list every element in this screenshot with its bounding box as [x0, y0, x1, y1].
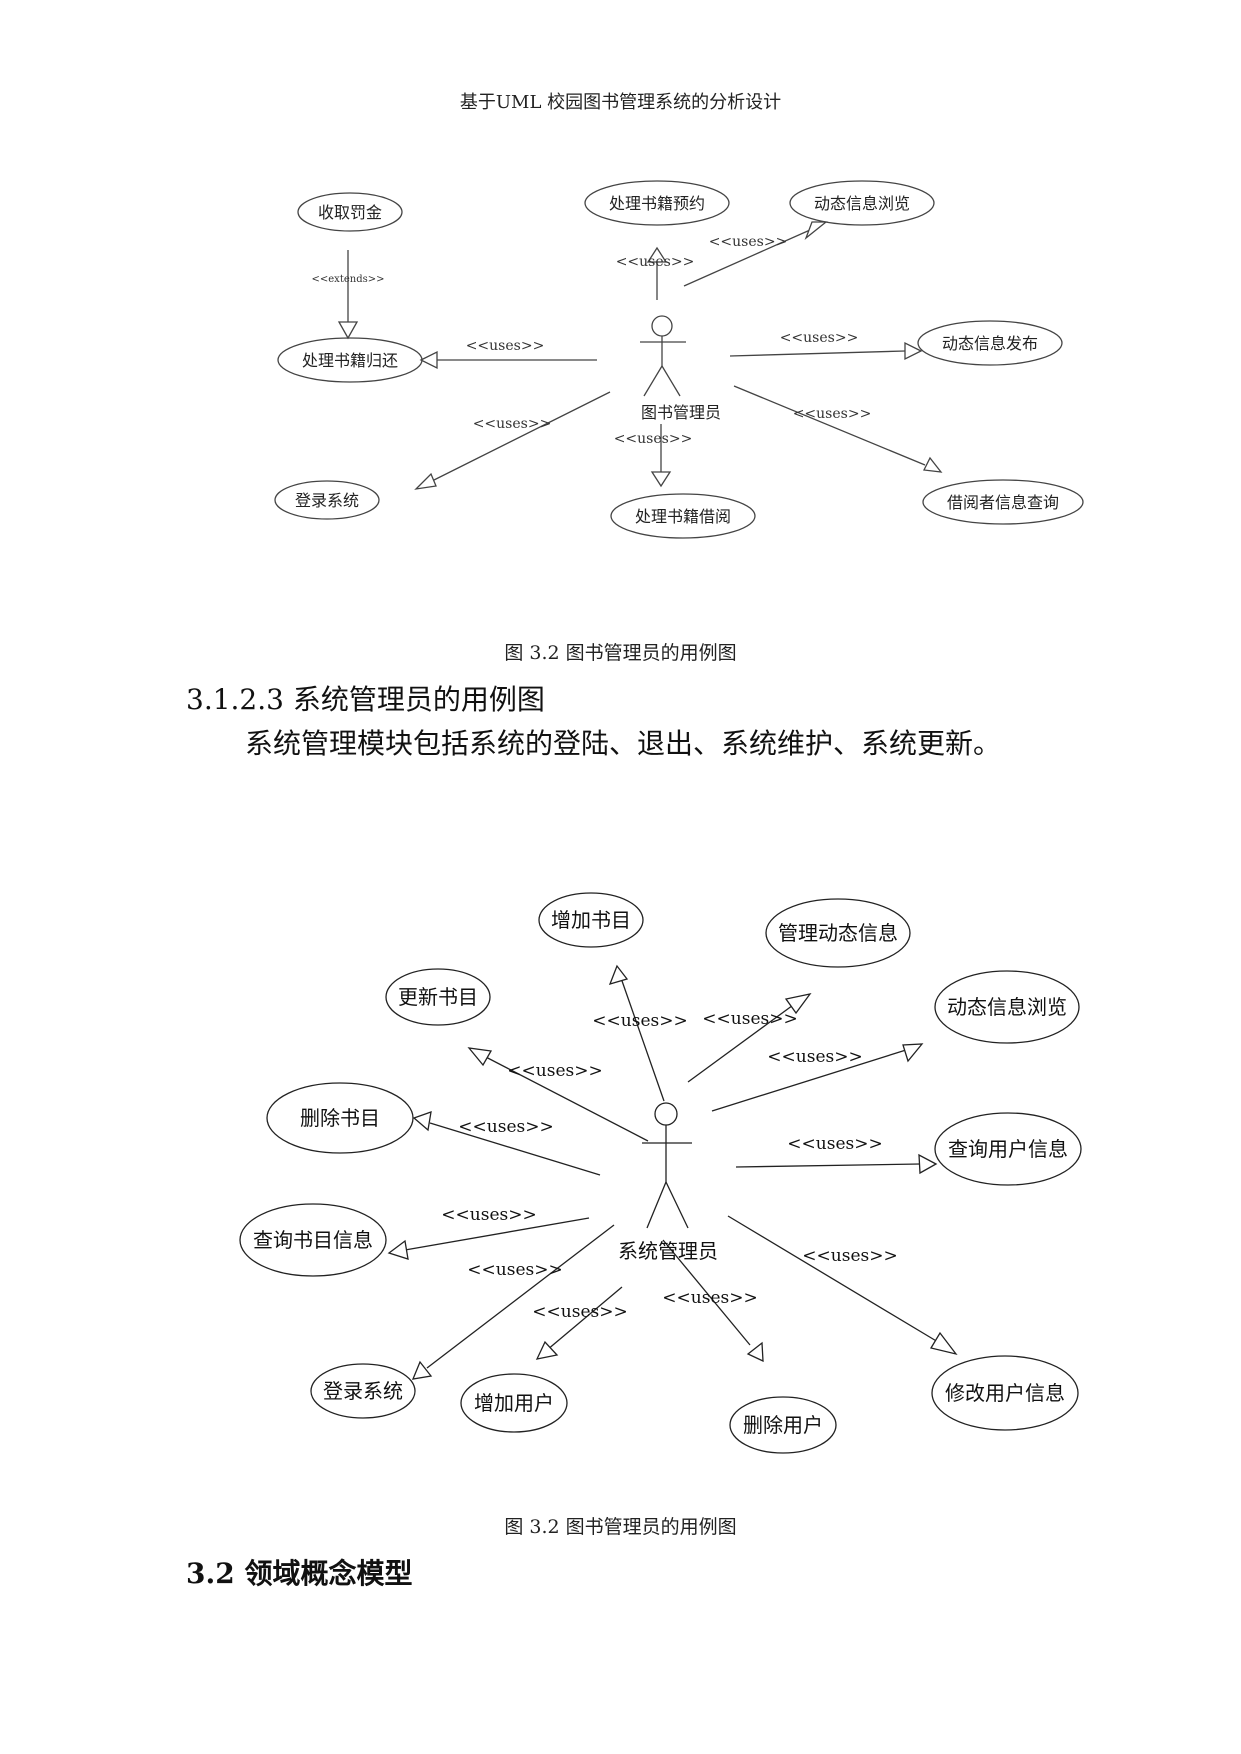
relation-label: <<uses>>	[787, 1134, 882, 1154]
librarian-use-case-diagram: 图书管理员 收取罚金 处理书籍预约 动态信息浏览 处理书籍归还 动态信息发布 登…	[274, 180, 1084, 539]
use-case-ellipse	[610, 493, 756, 539]
use-case-ellipse	[385, 968, 491, 1026]
use-case-label: 更新书目	[398, 985, 478, 1009]
relation-label: <<extends>>	[312, 274, 385, 285]
relation-label: <<uses>>	[793, 406, 872, 422]
use-case-label: 收取罚金	[318, 203, 382, 222]
use-case-label: 删除书目	[300, 1106, 380, 1130]
page-header: 基于UML 校园图书管理系统的分析设计	[459, 92, 782, 113]
relation-label: <<uses>>	[780, 330, 859, 346]
relation-label: <<uses>>	[709, 234, 788, 250]
use-case-label: 管理动态信息	[778, 921, 898, 945]
relation-label: <<uses>>	[662, 1288, 757, 1308]
use-case-ellipse	[297, 192, 403, 232]
body-paragraph: 系统管理模块包括系统的登陆、退出、系统维护、系统更新。	[245, 727, 1002, 760]
use-case-ellipse	[239, 1203, 387, 1277]
relation-label: <<uses>>	[767, 1047, 862, 1067]
admin-actor-label: 系统管理员	[618, 1239, 718, 1263]
admin-actor-figure	[642, 1102, 692, 1229]
relation-label: <<uses>>	[592, 1011, 687, 1031]
relation-label: <<uses>>	[467, 1260, 562, 1280]
figure-caption: 图 3.2 图书管理员的用例图	[504, 642, 737, 664]
use-case-label: 查询用户信息	[948, 1137, 1068, 1161]
use-case-ellipse	[460, 1373, 568, 1433]
use-case-label: 登录系统	[323, 1379, 403, 1403]
section-heading: 3.2 领域概念模型	[186, 1557, 413, 1590]
use-case-label: 动态信息发布	[942, 334, 1038, 353]
use-case-ellipse	[729, 1396, 837, 1454]
relation-label: <<uses>>	[802, 1246, 897, 1266]
use-case-ellipse	[789, 180, 935, 226]
use-case-ellipse	[934, 1112, 1082, 1186]
use-case-ellipse	[274, 480, 380, 520]
use-case-ellipse	[538, 892, 644, 948]
relation-label: <<uses>>	[473, 416, 552, 432]
section-heading: 3.1.2.3 系统管理员的用例图	[186, 683, 545, 716]
librarian-actor-label: 图书管理员	[641, 403, 721, 422]
use-case-label: 动态信息浏览	[814, 194, 910, 213]
relation-label: <<uses>>	[616, 254, 695, 270]
relation-label: <<uses>>	[466, 338, 545, 354]
use-case-label: 删除用户	[743, 1413, 823, 1437]
use-case-ellipse	[934, 970, 1080, 1044]
use-case-ellipse	[931, 1355, 1079, 1431]
use-case-label: 查询书目信息	[253, 1228, 373, 1252]
use-case-label: 增加用户	[474, 1391, 554, 1415]
relation-label: <<uses>>	[702, 1009, 797, 1029]
use-case-ellipse	[584, 180, 730, 226]
relation-label: <<uses>>	[614, 431, 693, 447]
relation-label: <<uses>>	[532, 1302, 627, 1322]
use-case-ellipse	[765, 898, 911, 968]
use-case-ellipse	[922, 479, 1084, 525]
relation-label: <<uses>>	[441, 1205, 536, 1225]
use-case-label: 动态信息浏览	[947, 995, 1067, 1019]
system-admin-use-case-diagram: 系统管理员 增加书目 管理动态信息 更新书目 动态信息浏览 删除书目 查询用户信…	[239, 892, 1082, 1454]
relation-label: <<uses>>	[507, 1061, 602, 1081]
librarian-actor-figure	[640, 315, 686, 397]
use-case-label: 修改用户信息	[945, 1381, 1065, 1405]
use-case-label: 借阅者信息查询	[947, 493, 1059, 512]
use-case-label: 处理书籍归还	[302, 351, 398, 370]
figure-caption: 图 3.2 图书管理员的用例图	[504, 1516, 737, 1538]
relation-label: <<uses>>	[458, 1117, 553, 1137]
use-case-ellipse	[310, 1363, 416, 1419]
use-case-label: 处理书籍预约	[609, 194, 705, 213]
use-case-label: 增加书目	[551, 908, 631, 932]
use-case-label: 处理书籍借阅	[635, 507, 731, 526]
use-case-label: 登录系统	[295, 491, 359, 510]
use-case-ellipse	[917, 320, 1063, 366]
use-case-ellipse	[266, 1082, 414, 1154]
